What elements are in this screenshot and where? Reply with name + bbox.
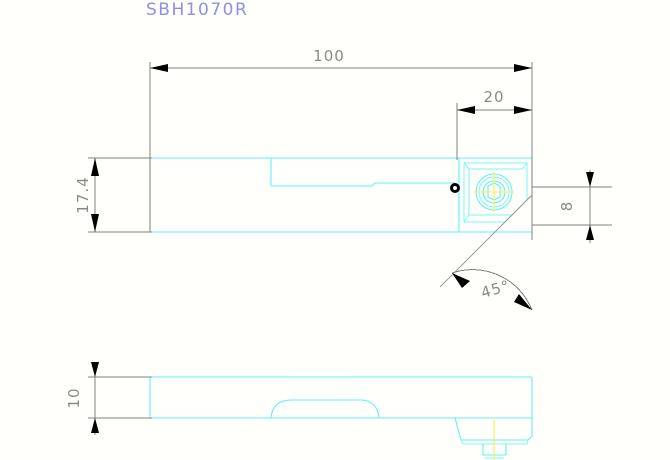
tip-taper-bottom-right-join (526, 439, 529, 445)
angle-arc (451, 269, 533, 311)
dimension-value-head-length: 20 (483, 88, 504, 106)
dimension-value-shank-width: 10 (65, 387, 83, 408)
dimension-overall-length: 100 (149, 47, 533, 240)
bottom-view-geometry (149, 376, 533, 460)
arrowhead-left-100 (150, 64, 168, 72)
dimension-tip-height: 8 (532, 170, 612, 243)
part-number-title: SBH1070R (146, 0, 248, 20)
arrowhead-upper-174 (91, 158, 99, 176)
arrowhead-left-20 (457, 106, 475, 114)
dimension-shank-height: 17.4 (74, 157, 152, 233)
pocket-inset-corner-tl (463, 162, 470, 170)
coolant-slot-outline (270, 399, 380, 419)
relief-step-transition (371, 182, 376, 187)
grip-dot-inner (453, 186, 457, 190)
arrowhead-upper-8 (586, 172, 594, 187)
arrowhead-lower-8 (586, 225, 594, 240)
arrowhead-lower-10 (91, 418, 99, 433)
arrowhead-upper-10 (91, 362, 99, 377)
tip-taper-left (454, 417, 462, 441)
dimension-value-chamfer-angle: 45° (479, 276, 512, 301)
dimension-chamfer-angle: 45° (439, 194, 533, 311)
pocket-inset-corner-bl (463, 214, 470, 223)
dimension-head-length: 20 (456, 88, 532, 160)
tip-taper-corner (527, 435, 533, 441)
arrowhead-lower-174 (91, 214, 99, 232)
top-view-geometry (149, 157, 533, 233)
arrowhead-right-20 (514, 106, 532, 114)
arrowhead-angle-end (514, 294, 532, 310)
dimension-shank-width: 10 (65, 362, 152, 435)
dimension-value-shank-height: 17.4 (74, 176, 92, 213)
grip-point-marker[interactable] (450, 183, 460, 193)
angle-leader-diagonal (439, 194, 533, 288)
arrowhead-right-100 (514, 64, 532, 72)
pocket-inset-corner-tr (521, 162, 528, 170)
dimension-value-overall-length: 100 (313, 47, 345, 65)
tip-taper-bottom-left-join (460, 439, 464, 445)
arrowhead-angle-start (452, 273, 470, 288)
dimension-value-tip-height: 8 (558, 201, 576, 212)
